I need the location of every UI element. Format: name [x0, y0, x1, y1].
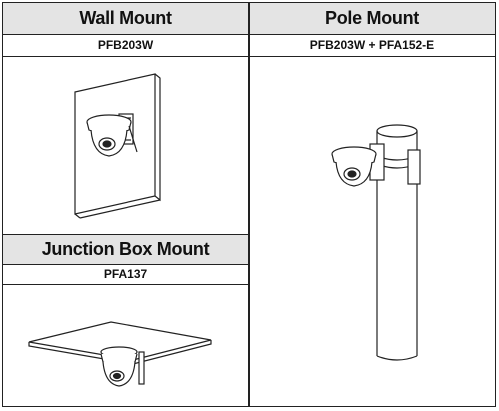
- wall-mount-header: Wall Mount: [3, 3, 248, 35]
- pole-mount-model: PFB203W + PFA152-E: [309, 38, 435, 52]
- wall-mount-title: Wall Mount: [79, 8, 172, 28]
- junction-box-mount-header: Junction Box Mount: [3, 234, 248, 265]
- pole-mount-title: Pole Mount: [325, 8, 419, 28]
- column-divider: [248, 3, 250, 406]
- junction-box-mount-model-row: PFA137: [3, 263, 248, 285]
- wall-mount-illustration: [3, 56, 248, 234]
- junction-box-mount-illustration: [3, 284, 248, 406]
- pole-mount-header: Pole Mount: [249, 3, 495, 35]
- pole-mount-illustration: [250, 56, 495, 406]
- junction-box-mount-model: PFA137: [103, 266, 148, 281]
- wall-mount-model: PFB203W: [97, 38, 154, 52]
- pole-mount-model-row: PFB203W + PFA152-E: [249, 34, 495, 57]
- mount-table: Wall Mount PFB203W: [2, 2, 496, 407]
- junction-box-mount-title: Junction Box Mount: [41, 239, 210, 259]
- wall-mount-model-row: PFB203W: [3, 34, 248, 57]
